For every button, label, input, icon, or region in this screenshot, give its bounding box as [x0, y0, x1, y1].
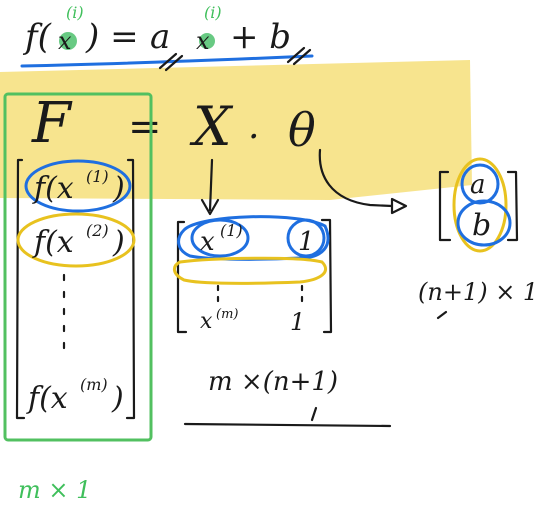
row2-yellow-ring — [16, 212, 136, 268]
eq-dot: . — [248, 106, 259, 147]
theta-b-ring — [456, 199, 512, 247]
X-r1c1-sup: (1) — [220, 221, 243, 240]
F-row1: f(x — [32, 171, 74, 206]
eq-F: F — [31, 91, 73, 156]
theta-b: b — [472, 208, 491, 243]
F-rowm-sup: (m) — [80, 375, 108, 394]
vector-F: f(x (1) ) f(x (2) ) f(x (m) ) m × 1 — [3, 92, 153, 504]
arrow-x-shaft — [208, 158, 214, 212]
vector-theta: a b (n+1) × 1 — [418, 157, 538, 320]
F-rowm-close: ) — [111, 381, 124, 416]
X-dims-underline — [183, 422, 392, 428]
arrow-theta-shaft — [318, 148, 394, 208]
F-row2-close: ) — [112, 225, 125, 260]
X-rmc1: x — [200, 309, 213, 334]
X-dims-tick — [310, 406, 318, 422]
eq-equals: = — [128, 104, 162, 150]
matrix-X: x (1) 1 x (m) 1 m ×(n+1) — [173, 215, 392, 428]
F-row2: f(x — [32, 225, 74, 260]
eq-X: X — [189, 95, 234, 158]
top-equation: f( x (i) ) = a x (i) + b — [20, 3, 314, 72]
x-green-dot — [59, 32, 77, 50]
theta-dims: (n+1) × 1 — [418, 278, 538, 306]
F-bracket-left — [15, 158, 26, 420]
top-underline — [20, 54, 314, 68]
X-r1c1-ring — [190, 218, 250, 258]
X-r1c1: x — [200, 227, 215, 257]
theta-bracket-left — [438, 170, 452, 242]
arrow-theta-head — [390, 197, 408, 215]
green-box — [3, 92, 153, 442]
X-rmc1-sup: (m) — [216, 307, 238, 322]
X-bracket-right — [320, 218, 333, 334]
F-rowm: f(x — [26, 381, 68, 416]
F-bracket-right — [125, 158, 136, 420]
F-row1-close: ) — [112, 171, 125, 206]
X-row2-yellow — [173, 256, 328, 285]
x2-green-dot — [199, 33, 215, 49]
F-row2-sup: (2) — [86, 221, 109, 240]
eq-theta: θ — [288, 103, 316, 157]
theta-a: a — [470, 170, 486, 200]
top-x: x — [58, 27, 72, 55]
X-r1c2-ring — [286, 218, 326, 258]
row1-blue-ring — [24, 159, 132, 213]
theta-a-ring — [460, 163, 500, 205]
top-f: f( — [22, 17, 52, 57]
F-dims: m × 1 — [18, 476, 91, 504]
theta-yellow-ring — [452, 157, 508, 253]
arrow-x-head — [200, 198, 220, 216]
tick-left — [158, 52, 184, 72]
X-dims: m ×(n+1) — [208, 367, 338, 397]
matrix-equation: F = X . θ — [31, 91, 408, 216]
tick-right — [286, 46, 312, 66]
F-row1-sup: (1) — [86, 167, 109, 186]
top-x2: x — [196, 27, 210, 55]
top-plus-b: + b — [230, 17, 291, 57]
theta-bracket-right — [506, 170, 519, 242]
X-rmc2: 1 — [290, 308, 305, 336]
top-sup2: (i) — [204, 3, 222, 22]
top-a: a — [150, 17, 170, 57]
top-close-eq: ) = — [85, 17, 139, 57]
X-r1c2: 1 — [298, 227, 315, 257]
top-sup: (i) — [66, 3, 84, 22]
theta-dims-tick — [436, 310, 448, 320]
